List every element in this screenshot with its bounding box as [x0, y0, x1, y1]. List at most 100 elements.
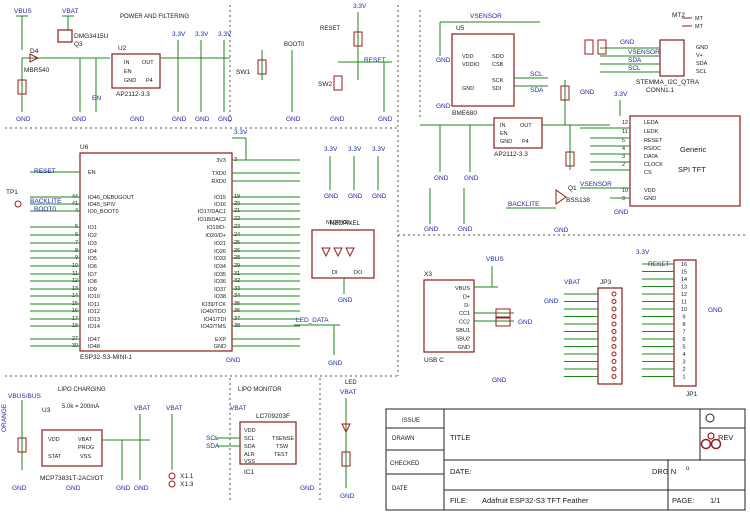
mt2-label: MT2 [672, 12, 685, 19]
tb-drawn: DRAWN [392, 436, 414, 442]
u2-value: AP2112-3.3 [116, 91, 150, 98]
u6-left-pins: ENIO46_DEBUGOUT44IO45_SPIV41IO0_BOOT04IO… [30, 170, 135, 350]
tft-num-2: 2 [622, 162, 625, 168]
u6-pin-left: IO13 [88, 317, 100, 323]
jp1-pin-num: 7 [682, 330, 685, 336]
tb-no: o [686, 466, 690, 472]
sw2-switch [333, 75, 343, 91]
net-gnd-27: GND [492, 377, 507, 384]
section-led: LED [345, 380, 357, 386]
net-vsensor-1: VSENSOR [470, 13, 502, 20]
jp3-pin [611, 314, 617, 319]
q3-label: Q3 [74, 41, 83, 48]
x3-pin: D- [464, 303, 470, 309]
q3-ref: DMG3415U [74, 33, 109, 40]
net-vbat-led: VBAT [340, 389, 357, 396]
net-vbus-charge: VBUS/BUS [8, 393, 42, 400]
jp3-pin [611, 291, 617, 297]
conn-label: CONN1.1 [646, 87, 675, 94]
tb-rev: REV [718, 433, 733, 442]
r-cc1 [495, 308, 511, 318]
jst-label-2: X1.3 [180, 481, 194, 488]
x3-value: USB C [424, 357, 444, 364]
u6-pin-left: IO7 [88, 272, 97, 278]
tb-issue: ISSUE [402, 418, 420, 424]
u6-pin-left: IO5 [88, 256, 97, 262]
boot0-label: BOOT0 [284, 42, 305, 48]
net-vbus: VBUS [14, 8, 32, 15]
net-gnd-25: GND [328, 360, 343, 367]
net-gnd-5: GND [195, 116, 210, 123]
u8-pin-en: EN [500, 131, 508, 137]
u5-pin-sck: SCK [492, 78, 504, 84]
net-33-c: 3.3V [218, 31, 232, 38]
u6-pin-left: IO1 [88, 225, 97, 231]
tb-title: TITLE [450, 433, 470, 442]
u6-pin-left: IO9 [88, 287, 97, 293]
tft-pin-leda: LEDA [644, 120, 659, 126]
u6-pin-left: IO2 [88, 233, 97, 239]
net-vbat-top: VBAT [62, 8, 79, 15]
stemma-pin-scl: SCL [696, 69, 707, 75]
u3-pin-stat: STAT [48, 454, 62, 460]
net-gnd-20: GND [226, 357, 241, 364]
ic1-pin-sda: SDA [244, 444, 256, 450]
net-gnd-19: GND [554, 227, 569, 234]
u3-pin-vbat: VBAT [78, 437, 93, 443]
neopixel-part-label: NEOPIXEL [326, 220, 351, 226]
d4-diode [29, 53, 40, 63]
net-gnd-29: GND [708, 307, 723, 314]
tb-drg: DRG N [652, 467, 676, 476]
r1-resistor [353, 31, 363, 47]
jp1-pin-num: 5 [682, 345, 685, 351]
u2-pin-in: IN [124, 60, 130, 66]
jp1-pin-num: 11 [681, 300, 687, 306]
tft-num-9: 9 [622, 196, 625, 202]
u6-pin-left: IO11 [88, 302, 100, 308]
q3-symbol [57, 29, 73, 43]
u6-pin-right: IO15 [214, 195, 226, 201]
u2-pin-gnd: GND [124, 78, 136, 84]
ic1-pin-vss: VSS [244, 459, 255, 465]
jp3-pins [564, 291, 617, 379]
net-vsensor-2: VSENSOR [628, 49, 660, 56]
net-neopix: LED_DATA [296, 317, 329, 324]
tft-title-2: SPI TFT [678, 165, 706, 174]
tft-pin-reset: RESET [644, 138, 663, 144]
net-gnd-32: GND [116, 485, 131, 492]
tft-pin-gnd: GND [644, 196, 656, 202]
sw1-switch [257, 59, 267, 75]
jp1-pin-num: 16 [681, 262, 687, 268]
tft-num-11: 11 [622, 129, 628, 135]
jp1-pin-num: 12 [681, 292, 687, 298]
section-lipo-charging: LIPO CHARGING [58, 387, 106, 393]
u6-pin-left: IO0_BOOT0 [88, 209, 119, 215]
u8-pin-p4: P4 [522, 139, 529, 145]
jp1-header [673, 259, 697, 387]
u3-pin-prog: PROG [78, 445, 94, 451]
jp1-pin-num: 2 [682, 367, 685, 373]
net-gnd-7: GND [286, 116, 301, 123]
u6-pin-left: IO3 [88, 241, 97, 247]
jp3-pin [611, 359, 617, 364]
stemma-pin-vplus: V+ [696, 53, 703, 59]
net-orange: ORANGE [1, 403, 8, 432]
u6-esp32 [79, 152, 233, 352]
u6-pin-right: IO33 [214, 256, 226, 262]
r-stemma-1 [584, 39, 594, 55]
net-gnd-22: GND [348, 193, 363, 200]
stemma-section: MT2 MT MT GND V+ SDA SCL VSENSOR SDA SCL… [580, 12, 708, 96]
tft-pin-rsdc: RS/DC [644, 146, 661, 152]
jp3-pin [611, 351, 617, 357]
monitor-section: VBAT LC709203F VDD SCL SDA ALR VSS TSENS… [206, 405, 315, 492]
net-gnd-2: GND [72, 116, 87, 123]
tb-page-label: PAGE: [672, 496, 694, 505]
net-gnd-21: GND [324, 193, 339, 200]
net-boot0: BOOT0 [34, 206, 56, 213]
net-gnd-3: GND [130, 116, 145, 123]
x3-pin: SBU2 [456, 336, 470, 342]
net-gnd-14: GND [424, 226, 439, 233]
net-gnd-33: GND [134, 485, 149, 492]
